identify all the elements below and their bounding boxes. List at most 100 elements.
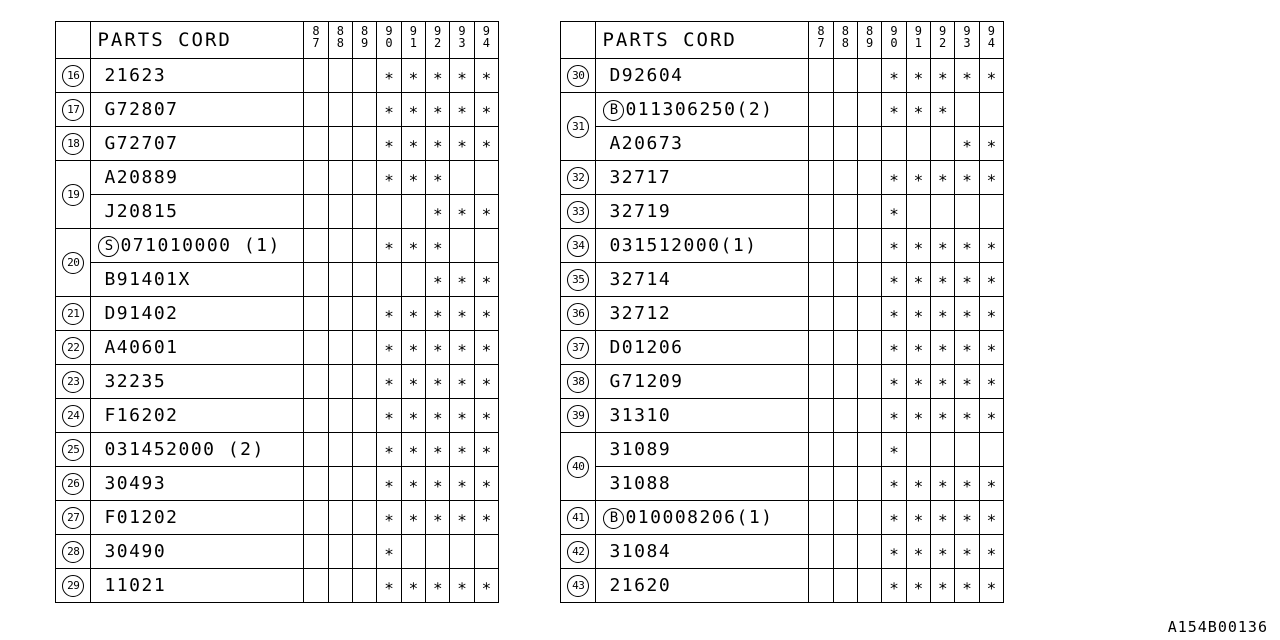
year-mark-cell: ∗	[905, 228, 931, 263]
applicable-mark: ∗	[913, 338, 924, 357]
applicable-mark: ∗	[384, 100, 394, 119]
year-digit: 3	[458, 36, 466, 50]
year-digit: 1	[409, 36, 417, 50]
year-mark-cell: ∗	[881, 194, 907, 229]
year-mark-cell: ∗	[449, 466, 475, 501]
year-mark-cell	[303, 228, 329, 263]
ref-number: 39	[567, 405, 590, 427]
year-mark-cell: ∗	[424, 398, 451, 433]
year-digit: 9	[939, 24, 947, 38]
year-mark-cell: ∗	[929, 330, 956, 365]
year-mark-cell	[832, 364, 859, 399]
year-mark-cell	[351, 466, 378, 501]
part-code: B91401X	[104, 269, 191, 290]
part-code-cell: 31084	[595, 534, 810, 569]
year-mark-cell	[808, 126, 834, 161]
year-mark-cell	[351, 500, 378, 535]
part-code-cell: 32712	[595, 296, 810, 331]
applicable-mark: ∗	[408, 66, 419, 85]
part-code-cell: F01202	[90, 500, 305, 535]
year-digit: 9	[890, 24, 898, 38]
year-mark-cell	[473, 534, 500, 569]
year-mark-cell	[808, 228, 834, 263]
year-mark-cell	[327, 364, 354, 399]
ref-number: 38	[567, 371, 590, 393]
ref-number-cell: 17	[54, 92, 92, 127]
year-mark-cell	[351, 262, 378, 297]
year-mark-cell	[856, 364, 883, 399]
year-mark-cell	[929, 194, 956, 229]
part-code-cell: 31310	[595, 398, 810, 433]
year-mark-cell: ∗	[376, 296, 402, 331]
applicable-mark: ∗	[457, 202, 467, 221]
year-digit: 8	[841, 36, 849, 50]
year-mark-cell	[303, 466, 329, 501]
applicable-mark: ∗	[937, 338, 948, 357]
year-mark-cell: ∗	[954, 568, 980, 603]
year-mark-cell	[303, 500, 329, 535]
applicable-mark: ∗	[889, 168, 899, 187]
part-code-cell: G72707	[90, 126, 305, 161]
document-code: A154B00136	[1167, 618, 1268, 636]
year-mark-cell: ∗	[424, 296, 451, 331]
year-mark-cell: ∗	[905, 58, 931, 93]
year-mark-cell	[400, 194, 426, 229]
year-mark-cell: ∗	[424, 58, 451, 93]
year-digit: 8	[817, 24, 825, 38]
ref-number: 34	[567, 235, 590, 257]
applicable-mark: ∗	[457, 440, 467, 459]
year-mark-cell: ∗	[954, 296, 980, 331]
year-mark-cell	[808, 92, 834, 127]
year-mark-cell: ∗	[400, 330, 426, 365]
year-digit: 9	[434, 24, 442, 38]
applicable-mark: ∗	[962, 576, 972, 595]
applicable-mark: ∗	[986, 66, 997, 85]
year-mark-cell: ∗	[376, 126, 402, 161]
year-mark-cell: ∗	[978, 330, 1005, 365]
year-mark-cell: ∗	[449, 58, 475, 93]
applicable-mark: ∗	[384, 440, 394, 459]
applicable-mark: ∗	[986, 542, 997, 561]
ref-number-cell: 41	[559, 500, 597, 535]
year-mark-cell	[327, 160, 354, 195]
year-mark-cell: ∗	[954, 58, 980, 93]
applicable-mark: ∗	[986, 372, 997, 391]
year-mark-cell	[856, 330, 883, 365]
part-code-cell: 31089	[595, 432, 810, 467]
year-mark-cell	[808, 432, 834, 467]
ref-number: 16	[62, 65, 85, 87]
year-digit: 4	[482, 36, 490, 50]
year-digit: 4	[987, 36, 995, 50]
year-mark-cell: ∗	[473, 466, 500, 501]
year-mark-cell: ∗	[400, 228, 426, 263]
year-mark-cell: ∗	[376, 364, 402, 399]
part-code-cell: 031452000 (2)	[90, 432, 305, 467]
year-mark-cell	[856, 398, 883, 433]
ref-number-cell: 26	[54, 466, 92, 501]
year-mark-cell: ∗	[424, 500, 451, 535]
ref-number: 23	[62, 371, 85, 393]
applicable-mark: ∗	[913, 304, 924, 323]
applicable-mark: ∗	[962, 338, 972, 357]
part-code: G71209	[609, 371, 684, 392]
table-row: A20673∗∗	[561, 126, 1005, 161]
applicable-mark: ∗	[481, 270, 492, 289]
part-code: 32719	[609, 201, 672, 222]
year-mark-cell: ∗	[954, 160, 980, 195]
ref-number: 37	[567, 337, 590, 359]
applicable-mark: ∗	[457, 134, 467, 153]
applicable-mark: ∗	[913, 168, 924, 187]
year-mark-cell: ∗	[954, 228, 980, 263]
applicable-mark: ∗	[937, 236, 948, 255]
year-mark-cell: ∗	[881, 500, 907, 535]
ref-number-cell: 42	[559, 534, 597, 569]
year-mark-cell	[808, 398, 834, 433]
